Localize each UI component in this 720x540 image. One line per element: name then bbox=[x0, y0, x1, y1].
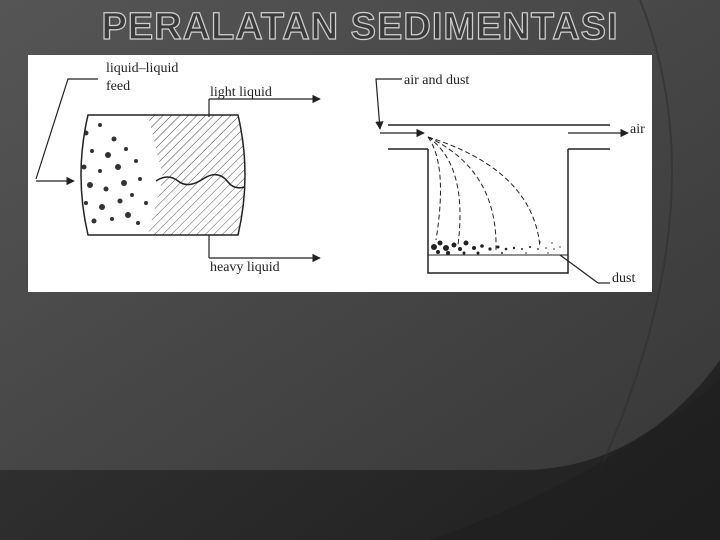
liquid-separator-diagram bbox=[35, 78, 321, 263]
sedimentation-figure: liquid–liquid feed light liquid heavy li… bbox=[28, 55, 652, 292]
slide-title: PERALATAN SEDIMENTASI bbox=[101, 5, 619, 48]
light-liquid-label: light liquid bbox=[210, 85, 272, 100]
sedimentation-diagrams bbox=[35, 78, 629, 284]
settled-dust bbox=[431, 240, 561, 255]
air-label: air bbox=[630, 122, 645, 137]
feed-label-line1: liquid–liquid bbox=[106, 61, 179, 76]
liquid-interface bbox=[155, 173, 245, 189]
air-and-dust-label: air and dust bbox=[404, 73, 470, 88]
feed-inlet-line bbox=[35, 78, 98, 180]
settling-chamber bbox=[388, 124, 610, 274]
separator-vessel bbox=[80, 114, 246, 236]
particle-trajectories bbox=[427, 136, 541, 251]
dust-pointer bbox=[559, 254, 599, 284]
dust-label: dust bbox=[612, 271, 636, 286]
inlet-line bbox=[375, 78, 402, 130]
heavy-liquid-label: heavy liquid bbox=[210, 260, 280, 275]
dust-settling-chamber-diagram bbox=[375, 78, 629, 284]
feed-droplets bbox=[81, 123, 148, 225]
feed-label-line2: feed bbox=[106, 79, 131, 94]
feed-zone bbox=[81, 115, 163, 235]
